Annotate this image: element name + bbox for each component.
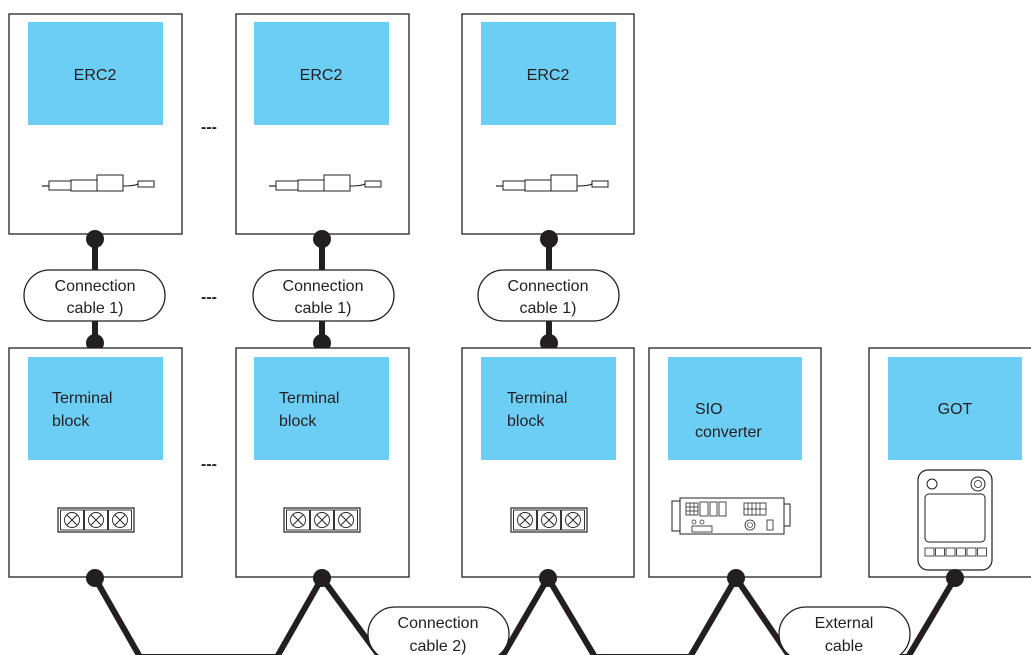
terminal-block-label: Terminal	[279, 390, 339, 407]
terminal-block-label-panel	[28, 357, 163, 460]
cable-1-link-2: Connection cable 1)	[252, 230, 395, 352]
got-label: GOT	[938, 401, 973, 418]
cable-1-link-1: Connection cable 1)	[23, 230, 166, 352]
svg-text:cable 1): cable 1)	[520, 300, 577, 317]
sio-converter-label-panel	[668, 357, 802, 460]
got-label-panel	[888, 357, 1022, 460]
ellipsis-top: ---	[201, 119, 217, 136]
connection-cable-2-label: Connection	[398, 615, 479, 632]
terminal-strip-icon	[283, 507, 361, 533]
ellipsis-bottom: ---	[201, 456, 217, 473]
actuator-icon	[42, 174, 155, 192]
actuator-icon	[269, 174, 382, 192]
terminal-strip-icon	[510, 507, 588, 533]
sio-converter-unit: SIO converter	[648, 347, 822, 578]
connector-dot	[86, 569, 104, 587]
connection-cable-1-label: Connection	[508, 278, 589, 295]
terminal-block-label-panel	[254, 357, 389, 460]
svg-text:cable 1): cable 1)	[67, 300, 124, 317]
erc2-unit-2: ERC2	[235, 13, 410, 235]
terminal-block-label: Terminal	[52, 390, 112, 407]
terminal-block-label: Terminal	[507, 390, 567, 407]
external-cable-callout: External cable	[778, 606, 911, 655]
terminal-block-3: Terminal block	[461, 347, 635, 578]
handy-got-icon	[917, 469, 993, 571]
erc2-unit-3: ERC2	[461, 13, 635, 235]
erc2-label: ERC2	[300, 67, 343, 84]
svg-text:cable 1): cable 1)	[295, 300, 352, 317]
svg-text:cable 2): cable 2)	[410, 638, 467, 655]
got-unit: GOT	[868, 347, 1031, 578]
sio-converter-label: SIO	[695, 401, 723, 418]
svg-text:block: block	[279, 413, 317, 430]
connector-dot	[539, 569, 557, 587]
sio-converter-icon	[671, 497, 791, 535]
terminal-block-2: Terminal block	[235, 347, 410, 578]
terminal-block-1: Terminal block	[8, 347, 183, 578]
actuator-icon	[496, 174, 609, 192]
external-cable-label: External	[815, 615, 874, 632]
cable-1-link-3: Connection cable 1)	[477, 230, 620, 352]
svg-text:cable: cable	[825, 638, 863, 655]
connector-dot	[727, 569, 745, 587]
connector-dot	[946, 569, 964, 587]
svg-text:block: block	[507, 413, 545, 430]
erc2-unit-1: ERC2	[8, 13, 183, 235]
connection-cable-1-label: Connection	[55, 278, 136, 295]
svg-text:block: block	[52, 413, 90, 430]
terminal-block-label-panel	[481, 357, 616, 460]
erc2-label-panel	[28, 22, 163, 125]
svg-text:converter: converter	[695, 424, 762, 441]
connector-dot	[313, 569, 331, 587]
connection-cable-2-callout: Connection cable 2)	[367, 606, 510, 655]
ellipsis-middle: ---	[201, 289, 217, 306]
terminal-strip-icon	[57, 507, 135, 533]
erc2-label: ERC2	[527, 67, 570, 84]
erc2-label-panel	[481, 22, 616, 125]
erc2-label: ERC2	[74, 67, 117, 84]
erc2-label-panel	[254, 22, 389, 125]
connection-cable-1-label: Connection	[283, 278, 364, 295]
